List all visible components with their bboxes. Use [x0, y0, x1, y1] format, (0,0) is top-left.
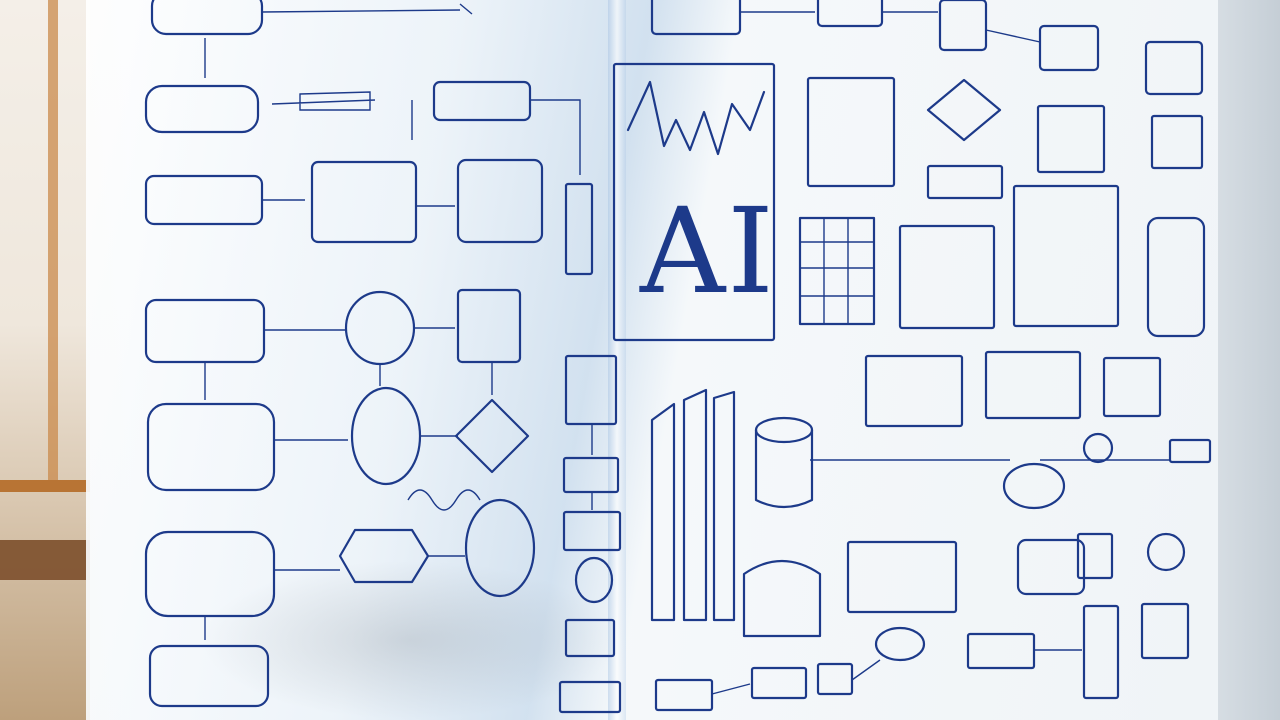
- flow-box: [146, 402, 276, 492]
- flow-columns: [650, 388, 736, 622]
- flow-box: [1144, 40, 1204, 96]
- wall-edge: [1218, 0, 1280, 720]
- flow-node: [574, 556, 614, 604]
- flow-box: [926, 164, 1004, 200]
- flow-box: [816, 662, 854, 696]
- flow-cylinder: [742, 559, 822, 638]
- flow-node: [350, 386, 422, 486]
- flow-box: [898, 224, 996, 330]
- flow-box: [1036, 104, 1106, 174]
- flow-diamond: [1002, 462, 1066, 510]
- flow-box: [148, 644, 270, 708]
- flow-box: [456, 288, 522, 364]
- window-mullion: [48, 0, 58, 480]
- flow-box: [456, 158, 544, 244]
- flow-box: [564, 354, 618, 426]
- flow-table: [798, 216, 876, 326]
- flow-box: [564, 182, 594, 276]
- flow-box: [562, 510, 622, 552]
- desk-blur: [0, 540, 90, 580]
- flow-node: [874, 626, 926, 662]
- flow-diamond: [926, 78, 1002, 142]
- flow-box: [144, 530, 276, 618]
- flow-box: [1016, 538, 1086, 596]
- window-sill: [0, 480, 90, 492]
- flow-box: [1082, 604, 1120, 700]
- flow-box: [938, 0, 988, 52]
- flow-hexagon: [338, 528, 430, 584]
- flow-box: [1012, 184, 1120, 328]
- background-furniture-blur: [200, 560, 620, 720]
- flow-box: [310, 160, 418, 244]
- flow-box: [1102, 356, 1162, 418]
- ai-poster-frame: [612, 62, 776, 342]
- flow-box: [1150, 114, 1204, 170]
- flow-box: [558, 680, 622, 714]
- flow-box: [432, 80, 532, 122]
- whiteboard-headline: AI: [640, 182, 776, 320]
- flow-node: [1082, 432, 1114, 464]
- flow-node: [344, 290, 416, 366]
- flow-box: [564, 618, 616, 658]
- flow-box: [750, 666, 808, 700]
- flow-node: [1146, 532, 1186, 572]
- flow-box: [650, 0, 742, 36]
- flow-box: [1146, 216, 1206, 338]
- flow-box: [654, 678, 714, 712]
- flow-box: [144, 174, 264, 226]
- flow-box: [1076, 532, 1114, 580]
- flow-box: [144, 298, 266, 364]
- flow-box: [846, 540, 958, 614]
- flow-box: [1168, 438, 1212, 464]
- flow-box: [150, 0, 264, 36]
- flow-box: [966, 632, 1036, 670]
- flow-node: [464, 498, 536, 598]
- flow-box: [806, 76, 896, 188]
- flow-box: [562, 456, 620, 494]
- flow-cylinder: [754, 416, 814, 509]
- flow-box: [144, 84, 260, 134]
- flow-box: [1038, 24, 1100, 72]
- flow-box: [984, 350, 1082, 420]
- flow-box: [864, 354, 964, 428]
- flow-box: [1140, 602, 1190, 660]
- office-window: [0, 0, 90, 720]
- flow-diamond: [454, 398, 530, 474]
- flow-box: [816, 0, 884, 28]
